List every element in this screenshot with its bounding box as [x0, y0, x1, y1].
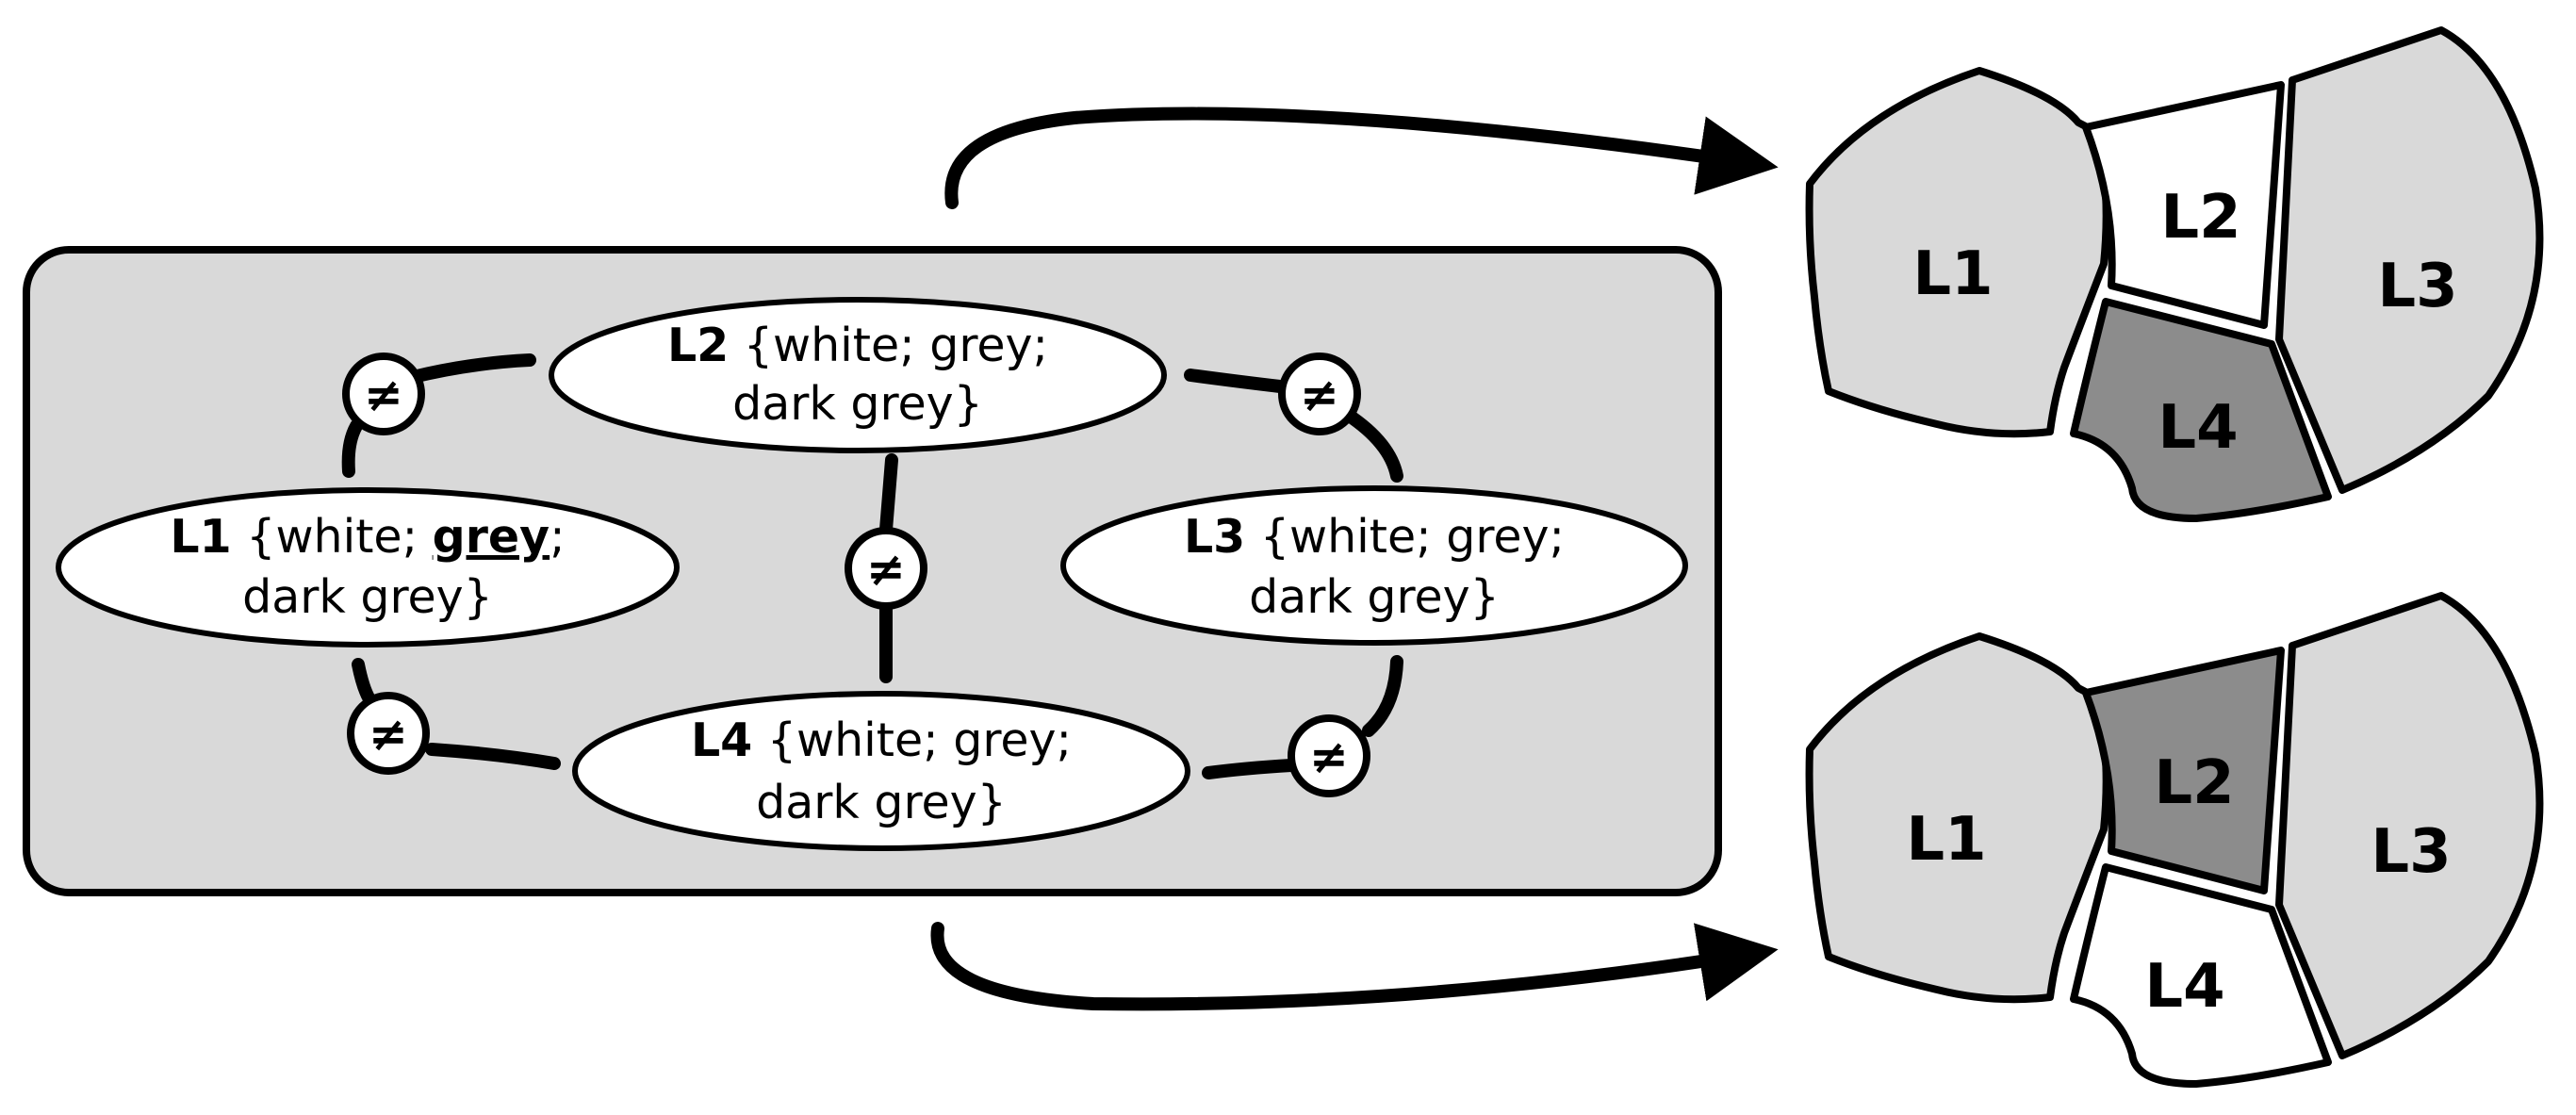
- map-1: L1 L2 L3 L4: [1805, 26, 2544, 522]
- arrow-to-map-1: [944, 107, 1779, 209]
- edge-l2-l3-a: [1184, 369, 1287, 393]
- node-l1-line1: {white;: [232, 510, 433, 564]
- neq-symbol: ≠: [1300, 368, 1339, 422]
- edge-l3-l4-b: [1202, 759, 1298, 779]
- arrow-to-map-2: [930, 922, 1779, 1011]
- node-l3-line1: {white; grey;: [1245, 510, 1565, 564]
- node-l1-label: L1: [170, 510, 231, 564]
- constraint-edges: [341, 353, 1403, 779]
- neq-symbol: ≠: [1309, 730, 1349, 784]
- edge-l2-l4-a: [879, 453, 898, 536]
- map-2: L1 L2 L3 L4: [1805, 592, 2544, 1088]
- map1-label-l2: L2: [2160, 183, 2240, 253]
- edge-l2-l3-b: [1341, 408, 1403, 483]
- node-l2-text: L2 {white; grey;: [667, 319, 1048, 372]
- node-l4-line2: dark grey}: [756, 776, 1007, 829]
- node-l4-label: L4: [691, 713, 752, 767]
- edge-l3-l4-a: [1362, 655, 1403, 737]
- map2-label-l4: L4: [2144, 952, 2224, 1022]
- constraint-nodes: [56, 297, 1688, 851]
- map2-label-l3: L3: [2371, 817, 2451, 887]
- map1-label-l4: L4: [2158, 393, 2238, 463]
- map2-label-l2: L2: [2154, 748, 2234, 818]
- node-l2-label: L2: [667, 319, 729, 372]
- map2-region-l3: [2275, 592, 2544, 1059]
- node-ellipse-l4: [572, 691, 1190, 851]
- node-texts: L2 {white; grey; dark grey} L1 {white; g…: [170, 319, 1565, 829]
- node-ellipse-l3: [1060, 485, 1688, 646]
- node-ellipse-l1: [56, 487, 680, 648]
- node-l3-text: L3 {white; grey;: [1184, 510, 1565, 564]
- map1-region-l1: [1805, 67, 2110, 438]
- neq-symbol: ≠: [866, 542, 906, 597]
- neq-badge-l2-l4: ≠: [845, 527, 927, 610]
- map1-region-l3: [2275, 26, 2544, 494]
- neq-badge-l3-l4: ≠: [1288, 714, 1370, 797]
- map1-region-l4: [2070, 298, 2332, 522]
- node-l4-text: L4 {white; grey;: [691, 713, 1072, 767]
- node-l1-line2: dark grey}: [242, 570, 493, 624]
- map1-label-l3: L3: [2377, 252, 2457, 321]
- edge-l1-l2-a: [341, 419, 363, 478]
- map1-label-l1: L1: [1912, 239, 1993, 309]
- edge-l1-l4-b: [425, 743, 561, 770]
- neq-badge-l2-l3: ≠: [1278, 353, 1361, 435]
- node-l2-line2: dark grey}: [732, 377, 983, 431]
- node-l3-line2: dark grey}: [1249, 570, 1500, 624]
- map2-region-l4: [2070, 863, 2332, 1088]
- map2-region-l1: [1805, 632, 2110, 1004]
- neq-symbol: ≠: [364, 368, 403, 422]
- edge-l1-l2-b: [406, 353, 536, 384]
- constraint-badges: ≠ ≠ ≠ ≠ ≠: [342, 353, 1370, 797]
- map1-region-l2: [2082, 81, 2285, 329]
- neq-badge-l1-l4: ≠: [347, 692, 430, 775]
- map2-label-l1: L1: [1906, 805, 1986, 875]
- neq-badge-l1-l2: ≠: [342, 353, 425, 435]
- node-ellipse-l2: [549, 297, 1167, 453]
- node-l4-line1: {white; grey;: [752, 713, 1072, 767]
- map2-region-l2: [2082, 647, 2285, 894]
- node-l1-line1-end: ;: [550, 510, 566, 564]
- neq-symbol: ≠: [369, 707, 408, 762]
- node-l1-text: L1 {white; grey;: [170, 510, 565, 564]
- node-l1-assigned-value: grey: [433, 510, 550, 564]
- node-l2-line1: {white; grey;: [729, 319, 1048, 372]
- node-l3-label: L3: [1184, 510, 1245, 564]
